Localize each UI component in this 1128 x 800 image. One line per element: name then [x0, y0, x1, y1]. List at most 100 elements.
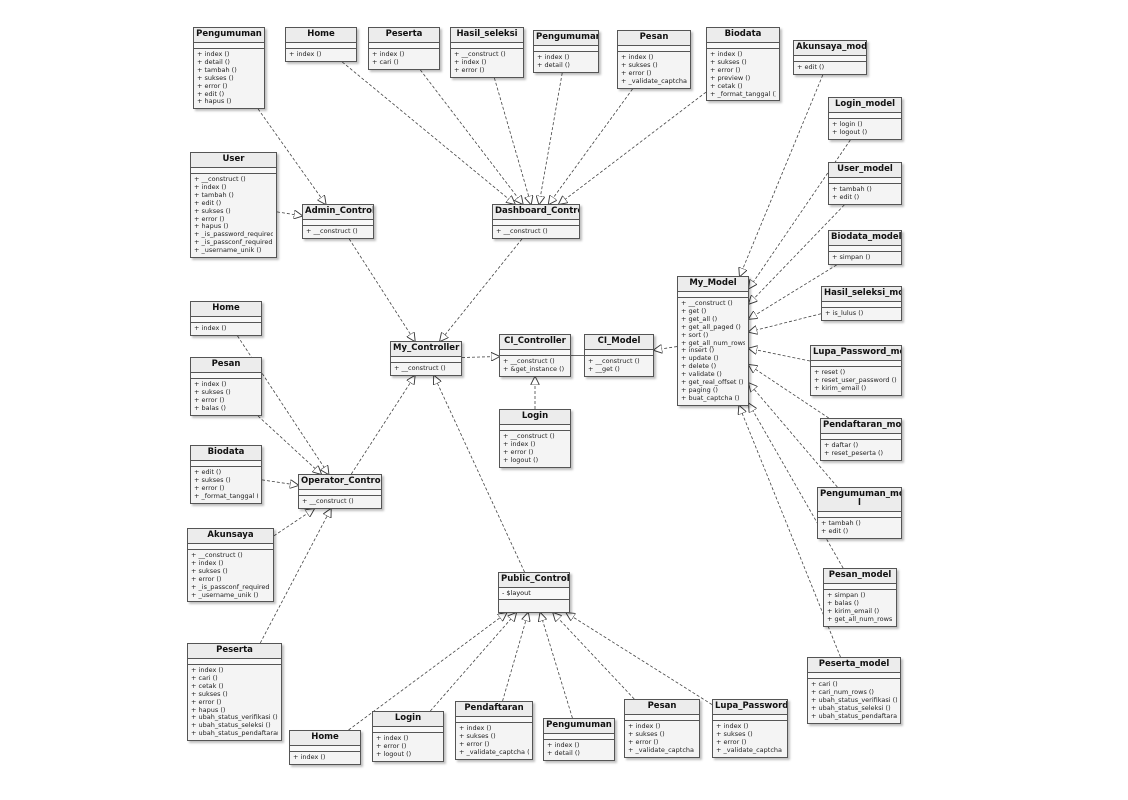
operation: + index ()	[628, 722, 661, 730]
class-attributes	[585, 349, 653, 356]
operation: + get_real_offset ()	[681, 379, 744, 387]
operation: + ubah_status_seleksi ()	[811, 704, 891, 712]
operation: + index ()	[454, 58, 487, 66]
operation: + get_all_num_rows	[827, 615, 893, 623]
operation: + _validate_captcha ()	[628, 746, 696, 754]
class-biodata-left: Biodata + edit ()+ sukses ()+ error ()+ _…	[190, 445, 262, 504]
class-akunsaya-model: Akunsaya_model+ edit ()	[793, 40, 867, 75]
operation: + _is_password_required ()	[194, 231, 273, 239]
operation: + index ()	[197, 50, 230, 58]
class-ci-controller: CI_Controller+ __construct ()+ &get_inst…	[499, 334, 571, 377]
operation: + ubah_status_seleksi ()	[191, 722, 271, 730]
class-name: Pengumuman	[544, 719, 614, 734]
class-attributes	[451, 42, 523, 49]
class-admin-controller: Admin_Controller+ __construct ()	[302, 204, 374, 239]
class-operations: + __construct ()+ index ()+ tambah ()+ e…	[191, 174, 276, 257]
operation: + cetak ()	[191, 682, 224, 690]
class-attributes	[493, 219, 579, 226]
operation: + index ()	[191, 559, 224, 567]
class-pesan-top: Pesan+ index ()+ sukses ()+ error ()+ _v…	[617, 30, 691, 89]
operation: + get_all_paged ()	[681, 323, 741, 331]
operation: + sukses ()	[191, 567, 228, 575]
operation: + update ()	[681, 355, 719, 363]
class-name: Home	[191, 302, 261, 317]
class-name: Pengumuman_mode l	[818, 488, 901, 512]
class-pengumuman-top: Pengumuman+ index ()+ detail ()	[533, 30, 599, 73]
class-operations: + index ()+ sukses ()+ error ()+ _valida…	[618, 52, 690, 88]
class-name: Biodata	[707, 28, 779, 43]
class-name: Login	[500, 410, 570, 425]
class-attributes	[829, 177, 901, 184]
class-name: Pendaftaran	[456, 702, 532, 717]
class-attributes	[829, 245, 901, 252]
class-ci-model: CI_Model + __construct ()+ __get ()	[584, 334, 654, 377]
relation-my-controller-to-ci-controller	[461, 356, 499, 357]
operation: + logout ()	[832, 128, 868, 136]
class-operations: + index ()+ sukses ()+ error ()+ balas (…	[191, 379, 261, 415]
class-operations: + __construct ()+ index ()+ sukses ()+ e…	[188, 550, 273, 602]
operation: + __construct ()	[503, 432, 555, 440]
class-home-bottom: Home+ index ()	[289, 730, 361, 765]
operation: + is_lulus ()	[825, 309, 864, 317]
class-operations: + index ()+ detail ()+ tambah ()+ sukses…	[194, 49, 264, 108]
operation: + detail ()	[537, 61, 570, 69]
relation-biodata-left-to-operator-controller	[261, 479, 298, 485]
operation: + edit ()	[821, 527, 849, 535]
operation: + get_all ()	[681, 315, 718, 323]
operation: + edit ()	[194, 468, 222, 476]
class-my-model: My_Model+ __construct ()+ get ()+ get_al…	[677, 276, 749, 406]
class-name: Pendaftaran_model	[821, 419, 901, 434]
relation-peserta-top-to-dashboard-controller	[420, 69, 522, 204]
operation: + tambah ()	[821, 519, 861, 527]
relation-pengumuman-admin-to-admin-controller	[257, 108, 325, 204]
operation: + logout ()	[376, 750, 412, 758]
relation-public-controller-to-my-controller	[434, 376, 525, 573]
class-biodata-model: Biodata_model + simpan ()	[828, 230, 902, 265]
class-name: Lupa_Password_model	[811, 346, 901, 361]
class-operations: + index ()+ error ()+ logout ()	[373, 733, 443, 761]
class-attributes	[707, 42, 779, 49]
operation: + index ()	[194, 380, 227, 388]
class-biodata-top: Biodata+ index ()+ sukses ()+ error ()+ …	[706, 27, 780, 102]
operation: + edit ()	[194, 199, 222, 207]
operation: + error ()	[716, 738, 747, 746]
operation: + detail ()	[547, 749, 580, 757]
class-operations: + simpan ()+ balas ()+ kirim_email ()+ g…	[824, 590, 896, 626]
class-name: Login	[373, 712, 443, 727]
class-name: Dashboard_Controller	[493, 205, 579, 220]
class-attributes	[290, 745, 360, 752]
relation-user-to-admin-controller	[276, 212, 302, 216]
class-login-ctrl: Login+ __construct ()+ index ()+ error (…	[499, 409, 571, 468]
class-name: Peserta_model	[808, 658, 900, 673]
class-name: Biodata	[191, 446, 261, 461]
relation-user-model-to-my-model	[749, 204, 845, 304]
operation: + error ()	[454, 66, 485, 74]
class-name: CI_Model	[585, 335, 653, 350]
class-operations: + simpan ()	[829, 252, 901, 264]
relation-lupa-password-model-to-my-model	[749, 348, 811, 362]
operation: + error ()	[197, 82, 228, 90]
class-home-left: Home+ index ()	[190, 301, 262, 336]
operation: + __construct ()	[588, 357, 640, 365]
class-operations: + login ()+ logout ()	[829, 119, 901, 139]
class-name: Biodata_model	[829, 231, 901, 246]
relation-pengumuman-bottom-to-public-controller	[540, 613, 573, 719]
relation-dashboard-controller-to-my-controller	[440, 238, 523, 341]
class-attributes	[303, 219, 373, 226]
operation: + __get ()	[588, 365, 620, 373]
relation-pesan-bottom-to-public-controller	[553, 613, 635, 700]
operation: + buat_captcha ()	[681, 394, 740, 402]
class-akunsaya: Akunsaya+ __construct ()+ index ()+ suks…	[187, 528, 274, 603]
relation-pendaftaran-to-public-controller	[502, 613, 529, 702]
class-pesan-model: Pesan_model+ simpan ()+ balas ()+ kirim_…	[823, 568, 897, 627]
class-lupa-password: Lupa_Password+ index ()+ sukses ()+ erro…	[712, 699, 788, 758]
class-pendaftaran-model: Pendaftaran_model+ daftar ()+ reset_pese…	[820, 418, 902, 461]
operation: + tambah ()	[832, 185, 872, 193]
class-operations: + edit ()+ sukses ()+ error ()+ _format_…	[191, 467, 261, 503]
class-operations: + __construct ()	[299, 496, 381, 508]
class-attributes	[678, 291, 748, 298]
class-operations: + tambah ()+ edit ()	[818, 518, 901, 538]
operation: + _is_passconf_required ()	[191, 583, 270, 591]
class-attributes	[191, 372, 261, 379]
class-operations: + index ()+ sukses ()+ error ()+ _valida…	[456, 723, 532, 759]
